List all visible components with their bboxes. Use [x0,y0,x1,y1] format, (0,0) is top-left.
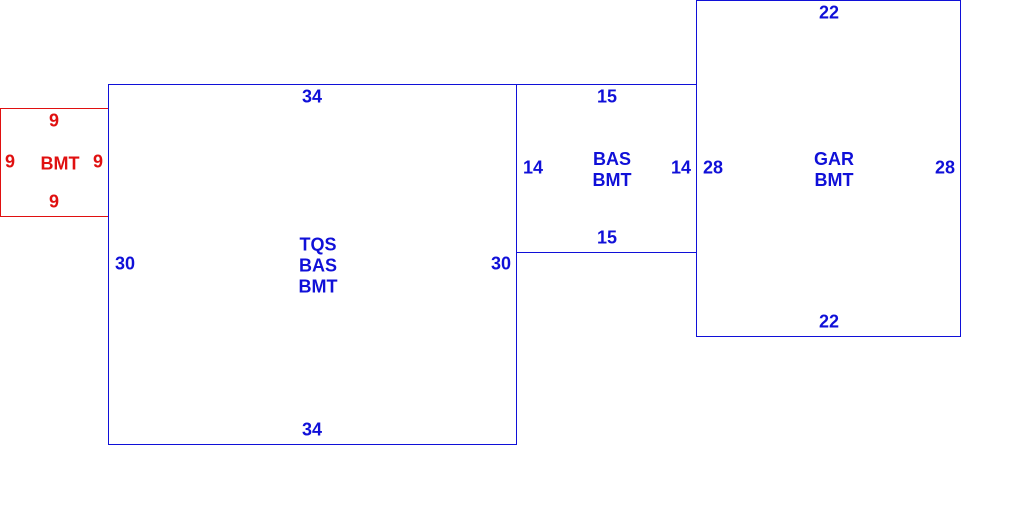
tqs-label: TQS BAS BMT [298,234,338,297]
tqs-right-dimension: 30 [490,253,512,274]
bmt-small-top-dimension: 9 [48,110,60,131]
bas-right-dimension: 14 [670,157,692,178]
gar-top-dimension: 22 [818,2,840,23]
gar-area [696,0,961,337]
gar-bottom-dimension: 22 [818,311,840,332]
bas-label: BAS BMT [592,149,632,190]
bmt-small-label: BMT [40,153,80,174]
bmt-small-bottom-dimension: 9 [48,191,60,212]
gar-left-dimension: 28 [702,157,724,178]
gar-label: GAR BMT [814,149,854,190]
bmt-small-left-dimension: 9 [4,151,16,172]
tqs-bottom-dimension: 34 [301,419,323,440]
tqs-area [108,84,517,445]
gar-right-dimension: 28 [934,157,956,178]
bas-left-dimension: 14 [522,157,544,178]
bmt-small-right-dimension: 9 [92,151,104,172]
bas-top-dimension: 15 [596,86,618,107]
bas-bottom-dimension: 15 [596,227,618,248]
tqs-top-dimension: 34 [301,86,323,107]
tqs-left-dimension: 30 [114,253,136,274]
